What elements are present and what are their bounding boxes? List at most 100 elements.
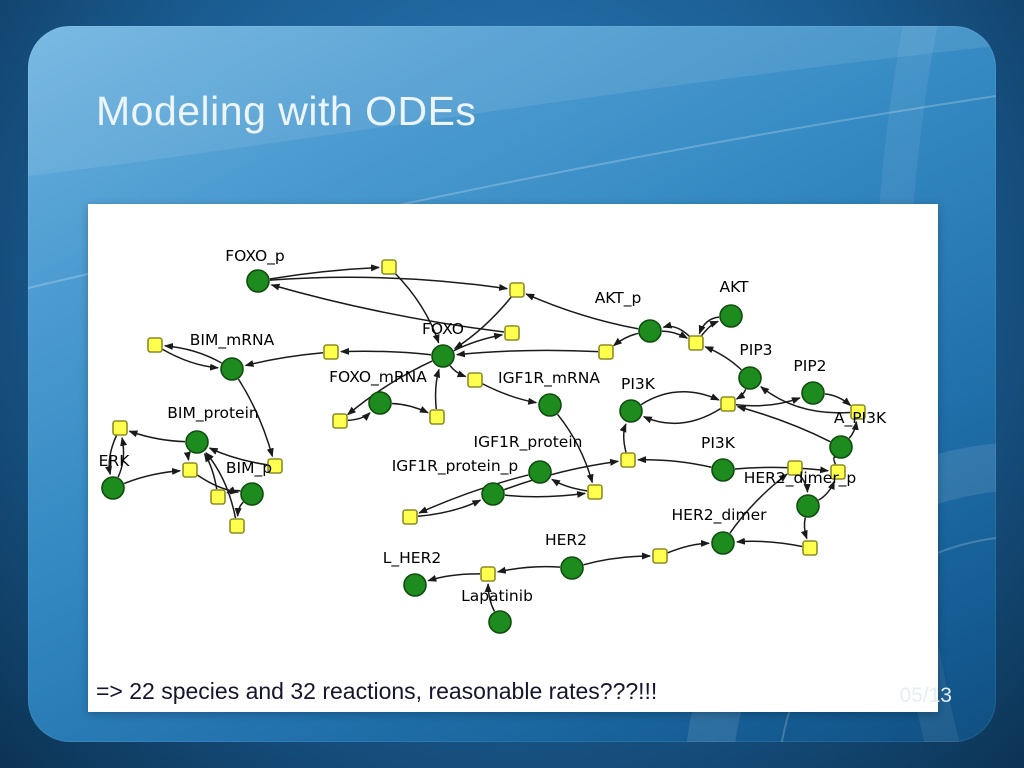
- species-node-igf1r_mrna: [538, 393, 562, 417]
- reaction-edge: [832, 450, 841, 465]
- species-label-her2_dimer: HER2_dimer: [672, 506, 768, 525]
- reaction-edge: [433, 368, 441, 410]
- reaction-edge: [163, 342, 222, 364]
- species-node-bim_protein: [185, 430, 209, 454]
- species-node-bim_mrna: [220, 357, 244, 381]
- species-node-akt_p: [638, 319, 662, 343]
- reaction-edge: [269, 264, 381, 280]
- species-label-igf1r_mrna: IGF1R_mRNA: [498, 369, 600, 388]
- reaction-edge: [525, 293, 639, 330]
- reaction-node: [210, 489, 226, 505]
- reaction-edge: [735, 397, 801, 407]
- reaction-edge: [453, 295, 513, 350]
- species-node-erk: [101, 476, 125, 500]
- species-label-akt_p: AKT_p: [595, 289, 642, 308]
- reaction-node: [182, 462, 198, 478]
- reaction-node: [323, 344, 339, 360]
- reaction-edge: [704, 346, 742, 371]
- reaction-edge: [800, 517, 808, 540]
- species-label-bim_protein: BIM_protein: [167, 404, 258, 423]
- reaction-edge: [105, 434, 118, 476]
- reaction-edge: [619, 423, 627, 453]
- reaction-edge: [117, 436, 128, 478]
- reaction-node: [787, 460, 803, 476]
- reaction-node: [504, 325, 520, 341]
- reaction-node: [229, 518, 245, 534]
- species-node-igf1r_protein_p: [481, 482, 505, 506]
- reaction-edge: [205, 451, 237, 519]
- reaction-edge: [735, 388, 747, 400]
- species-label-lapatinib: Lapatinib: [461, 587, 533, 605]
- reaction-edge: [244, 351, 324, 367]
- species-node-foxo_mrna: [368, 391, 392, 415]
- reaction-edge: [128, 430, 186, 443]
- species-label-akt: AKT: [719, 278, 749, 296]
- reaction-node: [620, 452, 636, 468]
- species-node-pi3k: [711, 458, 735, 482]
- reaction-node: [112, 420, 128, 436]
- reaction-node: [587, 484, 603, 500]
- reaction-edge: [455, 349, 599, 358]
- species-label-bim_p: BIM_p: [226, 459, 272, 478]
- species-node-l_her2: [403, 573, 427, 597]
- reaction-edge: [161, 348, 220, 371]
- reaction-edge: [269, 276, 509, 291]
- reaction-edge: [667, 539, 711, 554]
- reaction-edge: [642, 407, 722, 425]
- reaction-node: [467, 372, 483, 388]
- species-label-pi3k: PI3K: [701, 434, 736, 452]
- species-node-igf1r_protein: [528, 460, 552, 484]
- reaction-edge: [453, 332, 504, 352]
- reaction-edge: [237, 378, 274, 458]
- species-label-a_pi3k: A_PI3K: [834, 409, 887, 428]
- reaction-edge: [612, 332, 639, 347]
- reaction-edge: [818, 480, 835, 501]
- reaction-edge: [183, 451, 191, 462]
- reaction-edge: [391, 402, 429, 414]
- species-node-her2_dimer_p: [796, 494, 820, 518]
- species-node-pip2: [801, 381, 825, 405]
- species-node-foxo_p: [246, 269, 270, 293]
- reaction-edge: [636, 456, 712, 468]
- reaction-edge: [848, 420, 859, 439]
- species-label-pip2: PIP2: [793, 357, 826, 375]
- reaction-node: [688, 335, 704, 351]
- reaction-edge: [484, 583, 496, 612]
- reaction-edge: [735, 537, 803, 548]
- reaction-edge: [418, 474, 529, 514]
- species-node-a_pi3k: [829, 435, 853, 459]
- reaction-edge: [662, 321, 691, 338]
- reaction-node: [267, 458, 283, 474]
- reaction-edge: [734, 466, 830, 474]
- reaction-node: [720, 396, 736, 412]
- reaction-node: [830, 464, 846, 480]
- reaction-edge: [347, 412, 371, 422]
- reaction-edge: [496, 565, 561, 574]
- reaction-edge: [700, 320, 719, 338]
- reaction-node: [652, 548, 668, 564]
- species-label-pi3k_u: PI3K: [621, 375, 656, 393]
- reaction-node: [509, 282, 525, 298]
- species-label-pip3: PIP3: [739, 341, 772, 359]
- footer-note: => 22 species and 32 reactions, reasonab…: [96, 678, 658, 704]
- reaction-edge: [449, 365, 467, 378]
- reaction-edge: [481, 382, 538, 405]
- slide-title: Modeling with ODEs: [96, 88, 477, 134]
- reaction-node: [381, 259, 397, 275]
- species-label-her2: HER2: [545, 531, 587, 549]
- species-node-her2: [560, 556, 584, 580]
- species-label-igf1r_protein_p: IGF1R_protein_p: [392, 457, 519, 476]
- species-node-akt: [719, 304, 743, 328]
- reaction-edge: [760, 386, 851, 414]
- species-label-erk: ERK: [99, 452, 131, 470]
- reaction-edge: [698, 316, 720, 335]
- reaction-edge: [417, 499, 482, 518]
- species-node-bim_p: [240, 482, 264, 506]
- reaction-edge: [339, 347, 432, 356]
- reaction-edge: [504, 490, 587, 498]
- reaction-edge: [123, 467, 182, 485]
- reaction-node: [802, 540, 818, 556]
- species-label-bim_mrna: BIM_mRNA: [190, 331, 275, 350]
